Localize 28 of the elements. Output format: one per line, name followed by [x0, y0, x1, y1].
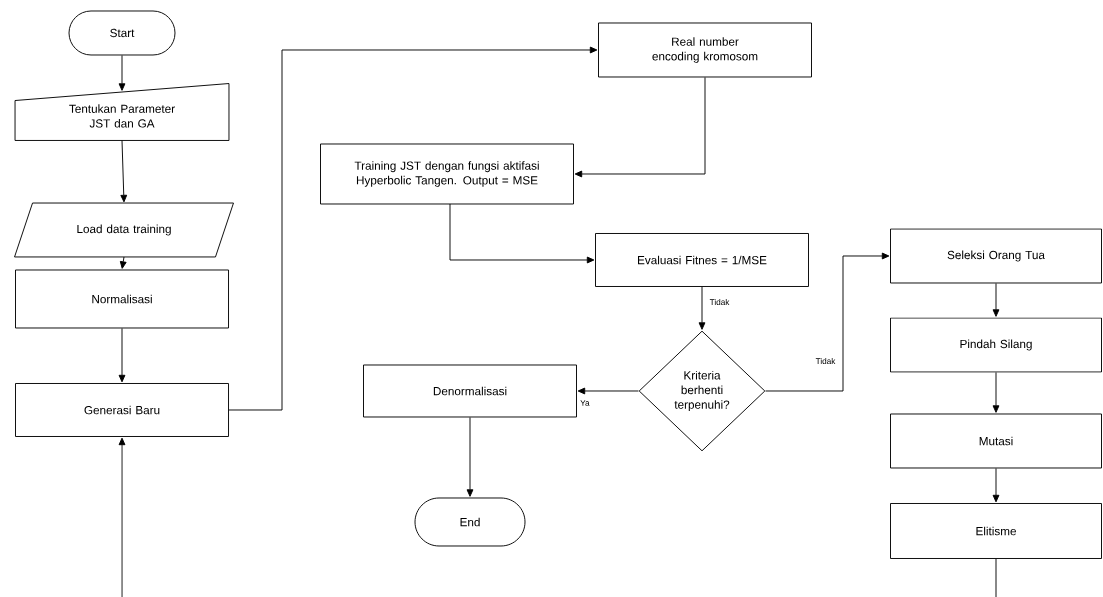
arrow	[120, 140, 128, 203]
arrow	[449, 203, 595, 264]
process-box: Denormalisasi	[363, 364, 577, 418]
edge-label: Ya	[580, 400, 590, 406]
arrow	[765, 252, 890, 392]
process-box: Evaluasi Fitnes = 1/MSE	[595, 233, 809, 287]
process-box: Real number encoding kromosom	[598, 22, 812, 78]
arrow	[577, 387, 639, 395]
arrow	[698, 286, 706, 330]
process-box: Elitisme	[890, 503, 1102, 559]
arrow	[118, 437, 126, 597]
process-box: Training JST dengan fungsi aktifasi Hyperbolic Tangen. Output = MSE	[320, 143, 574, 205]
arrow	[466, 417, 474, 497]
arrow	[118, 328, 126, 383]
process-box: Mutasi	[890, 413, 1102, 469]
process-box: Normalisasi	[15, 269, 229, 329]
arrow	[992, 283, 1000, 317]
arrow	[574, 77, 706, 178]
process-box: Generasi Baru	[15, 383, 229, 437]
arrow	[228, 46, 598, 411]
process-box: Seleksi Orang Tua	[890, 228, 1102, 284]
process-box: Pindah Silang	[890, 317, 1102, 373]
arrow	[992, 372, 1000, 413]
edge-label: Tidak	[709, 298, 730, 305]
edge-label: Tidak	[815, 358, 836, 364]
arrow	[118, 55, 126, 91]
arrow	[992, 468, 1000, 503]
arrow	[119, 256, 127, 269]
